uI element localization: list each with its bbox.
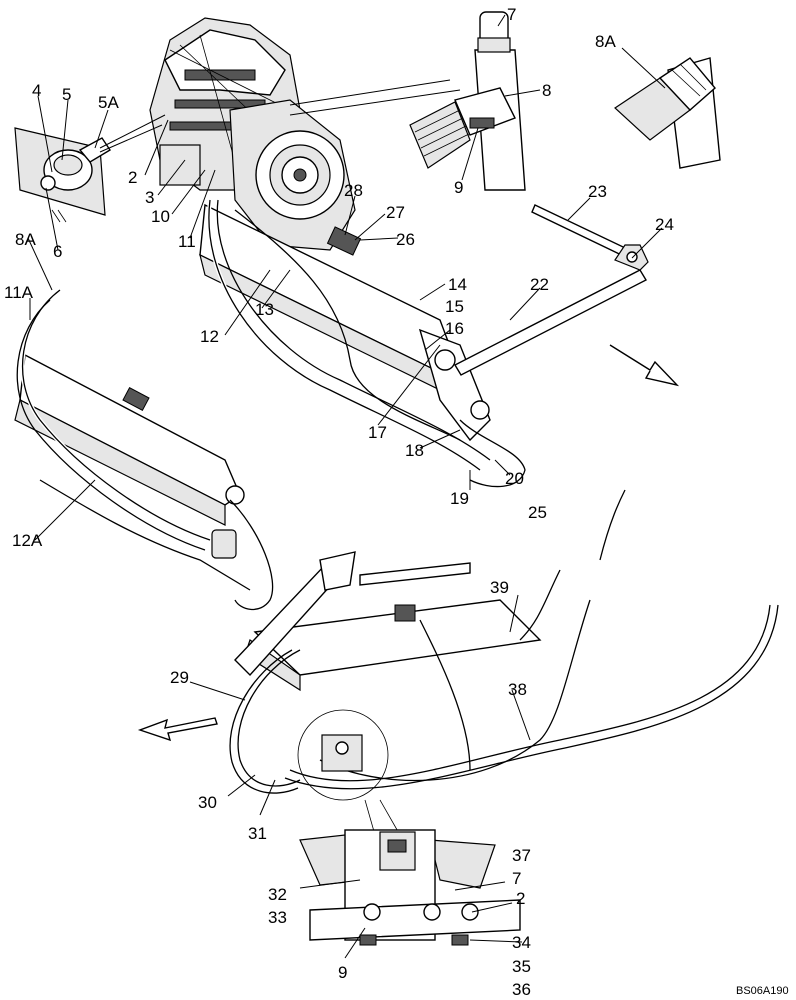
direction-arrow-rearward: [137, 717, 218, 742]
callout-9-top: 9: [454, 178, 463, 197]
callout-8a-left: 8A: [15, 230, 36, 249]
detail-fitting-8a: [614, 57, 721, 169]
callout-3: 3: [145, 188, 154, 207]
detail-valve-block: [299, 829, 521, 946]
callout-4: 4: [32, 81, 41, 100]
callout-20: 20: [505, 469, 524, 488]
callout-18: 18: [405, 441, 424, 460]
cross-tube: [454, 204, 649, 376]
callout-9-bottom: 9: [338, 963, 347, 982]
callout-11a: 11A: [4, 283, 34, 302]
callout-33: 33: [268, 908, 287, 927]
callout-12a: 12A: [12, 531, 43, 550]
callout-27: 27: [386, 203, 405, 222]
callout-7-top: 7: [507, 5, 516, 24]
callout-8: 8: [542, 81, 551, 100]
callout-26: 26: [396, 230, 415, 249]
direction-arrow-forward: [609, 344, 680, 387]
callout-5a: 5A: [98, 93, 119, 112]
callout-10: 10: [151, 207, 170, 226]
detail-fitting-5a: [14, 127, 111, 223]
leader-lines: [27, 14, 666, 959]
engine-assembly: [149, 17, 356, 251]
lower-frame: [234, 551, 542, 692]
callout-32: 32: [268, 885, 287, 904]
callout-24: 24: [655, 215, 674, 234]
drawing-code: BS06A190: [736, 985, 789, 997]
callout-36: 36: [512, 980, 531, 999]
callout-2: 2: [128, 168, 137, 187]
callout-8a-right: 8A: [595, 32, 616, 51]
callout-29: 29: [170, 668, 189, 687]
callout-38: 38: [508, 680, 527, 699]
callout-2-bottom: 2: [516, 889, 525, 908]
valve-block-small: [321, 734, 363, 772]
callout-22: 22: [530, 275, 549, 294]
callout-31: 31: [248, 824, 267, 843]
callout-15: 15: [445, 297, 464, 316]
callout-12: 12: [200, 327, 219, 346]
callout-11: 11: [178, 232, 196, 251]
callout-14: 14: [448, 275, 467, 294]
callout-16: 16: [445, 319, 464, 338]
callout-37: 37: [512, 846, 531, 865]
callout-23: 23: [588, 182, 607, 201]
callout-19: 19: [450, 489, 469, 508]
loader-arm-right: [199, 203, 491, 442]
callout-7-bottom: 7: [512, 869, 521, 888]
detail-hose-fittings-7-8: [409, 11, 526, 191]
callout-30: 30: [198, 793, 217, 812]
callout-25: 25: [528, 503, 547, 522]
callout-5: 5: [62, 85, 71, 104]
callout-6: 6: [53, 242, 62, 261]
callout-28: 28: [344, 181, 363, 200]
callout-34: 34: [512, 933, 531, 952]
callout-17: 17: [368, 423, 387, 442]
callout-39: 39: [490, 578, 509, 597]
loader-arm-left: [14, 353, 245, 526]
callout-13: 13: [255, 300, 274, 319]
callout-35: 35: [512, 957, 531, 976]
